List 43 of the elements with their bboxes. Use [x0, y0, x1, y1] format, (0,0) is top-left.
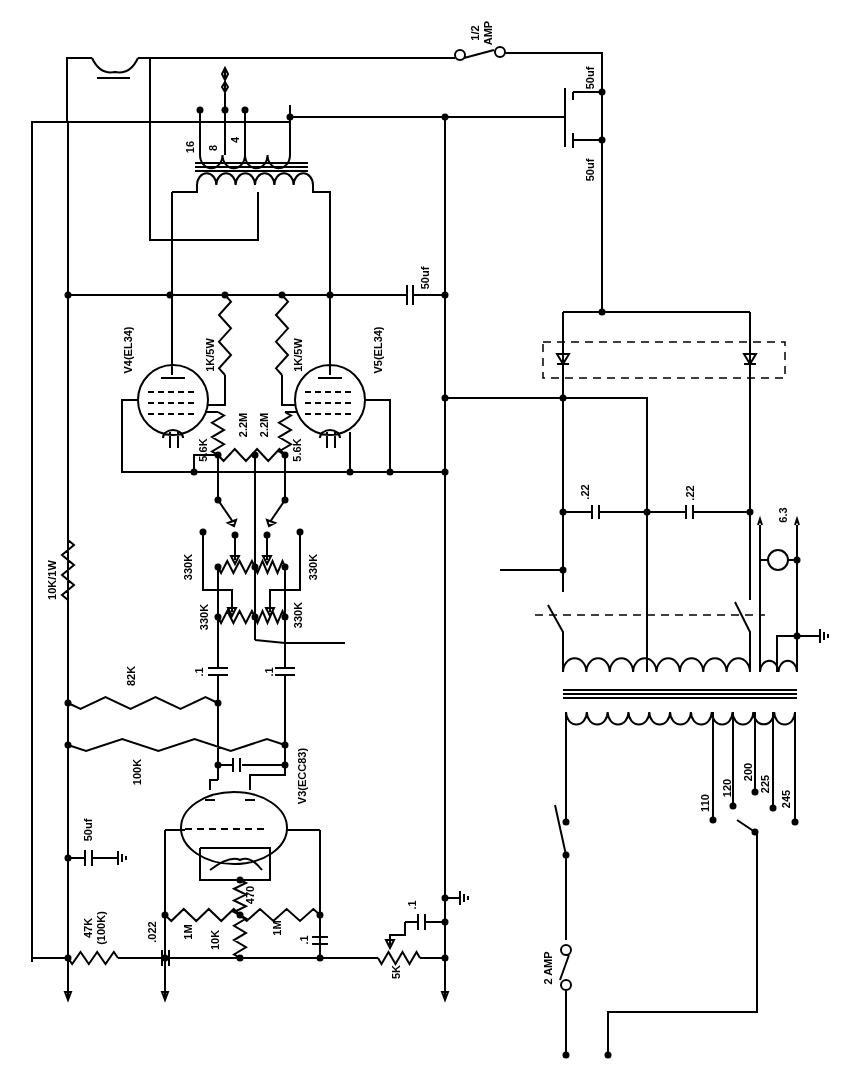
component-label: 10K [208, 929, 222, 951]
component-label: 4 [228, 136, 242, 144]
component-label: 330K [291, 601, 305, 629]
component-label: 50uf [583, 158, 597, 182]
component-label: 1M [181, 924, 195, 940]
component-label: .022 [145, 921, 159, 943]
component-label: .1 [405, 900, 419, 910]
component-label: .22 [683, 485, 697, 501]
component-label: 100K [130, 758, 144, 786]
component-label: 225 [758, 774, 772, 794]
component-label: 1/2 AMP [469, 19, 495, 48]
component-label: 470 [243, 885, 257, 905]
component-label: 120 [720, 778, 734, 798]
component-label: V3(ECC83) [295, 747, 309, 805]
component-label: V5(EL34) [371, 326, 385, 374]
component-label: 330K [181, 553, 195, 581]
component-label: 245 [779, 789, 793, 809]
component-label: 1K/5W [291, 338, 305, 372]
component-label: 16 [183, 140, 197, 154]
component-label: 1K/5W [203, 338, 217, 372]
component-label: 6.3 [776, 507, 790, 523]
component-label: 1M [270, 920, 284, 936]
component-label: 82K [124, 665, 138, 687]
component-label: 50uf [583, 66, 597, 90]
component-label: 8 [206, 144, 220, 152]
component-label: .1 [297, 935, 311, 945]
component-label: 50uf [81, 818, 95, 842]
component-label: V4(EL34) [121, 326, 135, 374]
component-label: 110 [698, 794, 712, 812]
component-label: 10K/1W [45, 560, 59, 600]
component-label: 47K (100K) [82, 910, 108, 946]
component-label: 50uf [418, 266, 432, 290]
component-label: 330K [306, 553, 320, 581]
component-label: .1 [192, 667, 206, 677]
component-label: 200 [741, 762, 755, 782]
component-label: 5.6K [290, 438, 304, 462]
component-label: 330K [197, 603, 211, 631]
component-label: 2.2M [257, 412, 271, 438]
component-label: 5K [389, 964, 403, 980]
component-label: .1 [262, 667, 276, 677]
component-label: 2.2M [236, 412, 250, 438]
component-label: 2 AMP [541, 951, 555, 985]
component-label: .22 [578, 484, 592, 500]
